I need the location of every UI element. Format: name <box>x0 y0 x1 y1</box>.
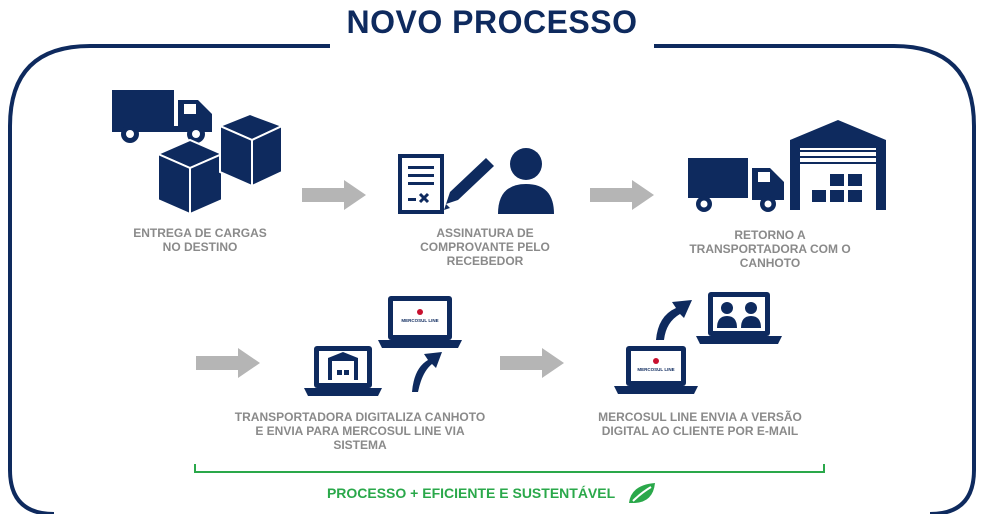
step-label-line: COMPROVANTE PELO <box>420 240 550 254</box>
document-icon <box>398 154 444 214</box>
step-label-line: CANHOTO <box>739 256 801 270</box>
laptop-icon <box>696 292 782 344</box>
pen-icon <box>444 158 494 210</box>
step4-illustration: MERCOSUL LINE <box>304 296 462 396</box>
laptop-icon <box>304 346 382 396</box>
step-label-line: TRANSPORTADORA COM O <box>689 242 851 256</box>
truck-icon <box>112 90 212 143</box>
step-label-line: E ENVIA PARA MERCOSUL LINE VIA <box>255 424 465 438</box>
step-label-line: SISTEMA <box>333 438 387 452</box>
process-arrow-icon <box>590 180 654 210</box>
step-label-line: RETORNO A <box>734 228 806 242</box>
box-icon <box>155 138 225 216</box>
step-label-line: ENTREGA DE CARGAS <box>133 226 267 240</box>
person-icon <box>741 302 761 328</box>
step-label-line: DIGITAL AO CLIENTE POR E-MAIL <box>601 424 799 438</box>
leaf-icon <box>629 483 656 503</box>
warehouse-icon <box>790 120 886 210</box>
process-arrow-icon <box>196 348 260 378</box>
step-label-retorno: RETORNO A TRANSPORTADORA COM O CANHOTO <box>660 228 880 270</box>
person-icon <box>498 148 554 214</box>
step3-illustration <box>688 120 886 212</box>
laptop-icon: MERCOSUL LINE <box>378 296 462 348</box>
process-arrow-icon <box>500 348 564 378</box>
step5-illustration: MERCOSUL LINE <box>614 292 782 394</box>
process-arrow-icon <box>302 180 366 210</box>
brand-logo-text: MERCOSUL LINE <box>637 367 674 372</box>
step-label-line: RECEBEDOR <box>446 254 524 268</box>
footer-tagline: PROCESSO + EFICIENTE E SUSTENTÁVEL <box>0 481 984 505</box>
arrow-up-icon <box>412 352 442 392</box>
green-bracket <box>194 464 825 473</box>
step-label-line: TRANSPORTADORA DIGITALIZA CANHOTO <box>234 410 486 424</box>
truck-icon <box>688 158 784 212</box>
step-label-line: MERCOSUL LINE ENVIA A VERSÃO <box>598 410 802 424</box>
step2-illustration <box>398 148 554 214</box>
brand-logo-text: MERCOSUL LINE <box>401 318 438 323</box>
box-icon <box>217 112 285 188</box>
step-label-entrega: ENTREGA DE CARGAS NO DESTINO <box>100 226 300 254</box>
step-label-line: NO DESTINO <box>162 240 238 254</box>
arrow-up-icon <box>656 300 692 340</box>
step-label-envia: MERCOSUL LINE ENVIA A VERSÃO DIGITAL AO … <box>570 410 830 438</box>
step-label-line: ASSINATURA DE <box>436 226 534 240</box>
person-icon <box>717 302 737 328</box>
laptop-icon: MERCOSUL LINE <box>614 346 698 394</box>
page-title: NOVO PROCESSO <box>346 4 638 40</box>
warehouse-icon <box>328 352 358 380</box>
step-label-digitaliza: TRANSPORTADORA DIGITALIZA CANHOTO E ENVI… <box>210 410 510 452</box>
step1-illustration <box>112 90 285 216</box>
step-label-assinatura: ASSINATURA DE COMPROVANTE PELO RECEBEDOR <box>380 226 590 268</box>
footer-text: PROCESSO + EFICIENTE E SUSTENTÁVEL <box>326 485 616 501</box>
